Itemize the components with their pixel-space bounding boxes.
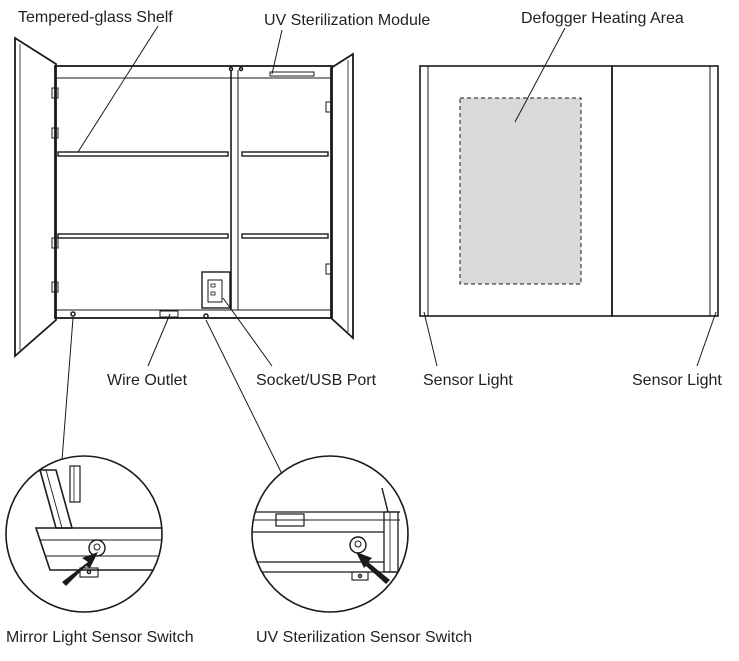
label-uv-sterilization-sensor-switch: UV Sterilization Sensor Switch	[256, 629, 473, 646]
left-door	[14, 36, 57, 358]
defogger-heating-area	[459, 97, 582, 285]
detail-uv-sterilization-sensor	[251, 455, 409, 613]
label-tempered-glass-shelf: Tempered-glass Shelf	[18, 9, 173, 26]
socket-usb-box	[201, 271, 231, 309]
label-uv-sterilization-module: UV Sterilization Module	[264, 12, 431, 29]
cabinet-box	[54, 65, 333, 319]
detail-mirror-light-sensor	[5, 455, 163, 613]
tempered-glass-shelves	[57, 151, 329, 239]
leader-lines	[61, 25, 717, 475]
right-door	[330, 52, 354, 341]
uv-module	[269, 71, 315, 77]
label-socket-usb-port: Socket/USB Port	[256, 372, 377, 389]
label-wire-outlet: Wire Outlet	[107, 372, 188, 389]
label-sensor-light-right: Sensor Light	[632, 372, 722, 389]
closed-cabinet	[419, 65, 719, 317]
label-sensor-light-left: Sensor Light	[423, 372, 513, 389]
open-cabinet	[14, 36, 354, 358]
label-defogger-heating-area: Defogger Heating Area	[521, 10, 684, 27]
mirror-door-right	[611, 65, 719, 317]
label-mirror-light-sensor-switch: Mirror Light Sensor Switch	[6, 629, 194, 646]
